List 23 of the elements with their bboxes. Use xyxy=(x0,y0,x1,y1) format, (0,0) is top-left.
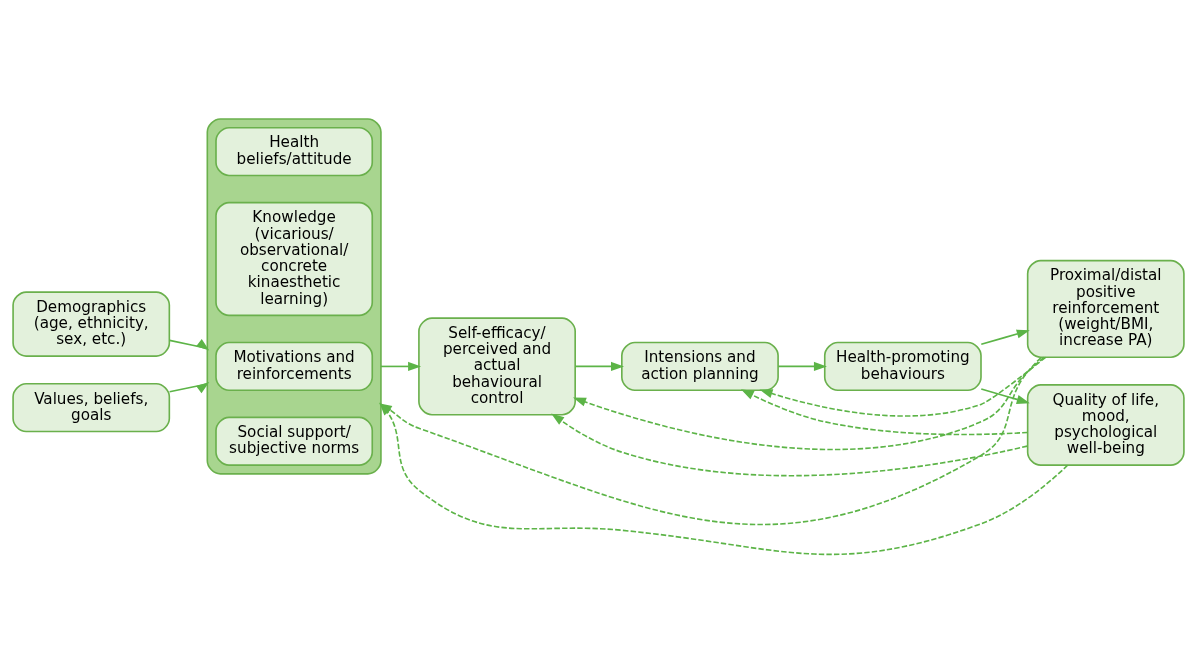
node-box: Self-efficacy/ perceived and actual behavioural control xyxy=(418,316,576,416)
arrow xyxy=(980,329,1030,345)
node-box: Demographics (age, ethnicity, sex, etc.) xyxy=(12,290,171,357)
node-box: Knowledge (vicarious/ observational/ concrete kinaesthetic learning) xyxy=(215,201,374,316)
node-box: Motivations and reinforcements xyxy=(215,341,374,391)
arrow xyxy=(551,412,1029,476)
node-box: Social support/ subjective norms xyxy=(215,416,374,466)
arrow xyxy=(759,355,1047,417)
arrow xyxy=(168,338,210,351)
arrow xyxy=(380,361,422,371)
arrow xyxy=(740,388,1029,435)
node-box: Values, beliefs, goals xyxy=(12,382,171,432)
node-box: Health-promoting behaviours xyxy=(823,341,982,391)
arrow xyxy=(168,381,210,393)
node-box: Intensions and action planning xyxy=(621,341,779,391)
cluster xyxy=(206,117,382,475)
arrow xyxy=(777,361,827,371)
arrow xyxy=(574,361,625,371)
node-box: Health beliefs/attitude xyxy=(215,126,374,176)
arrow xyxy=(980,387,1030,404)
arrow xyxy=(572,355,1045,450)
node-box: Quality of life, mood, psychological well-being xyxy=(1026,383,1185,466)
node-box: Proximal/distal positive reinforcement (weight/BMI, increase PA) xyxy=(1026,259,1185,358)
